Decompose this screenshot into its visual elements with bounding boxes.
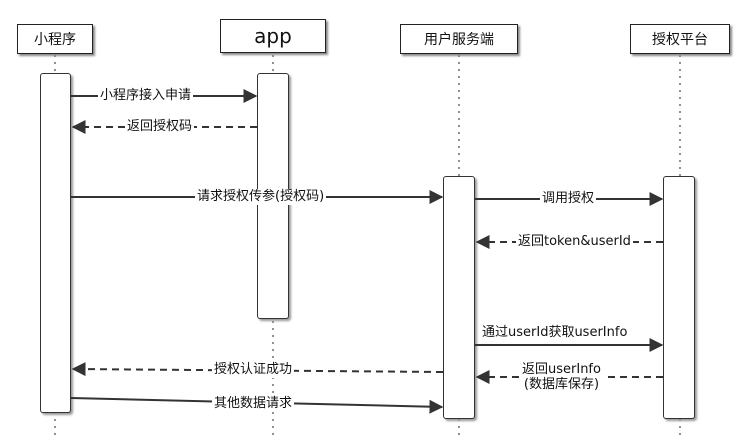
participant-app: app bbox=[220, 19, 326, 53]
label-msg-2: 返回授权码 bbox=[125, 119, 195, 135]
activation-auth bbox=[663, 176, 695, 419]
label-msg-5: 返回token&userId bbox=[516, 234, 633, 250]
label-msg-4: 调用授权 bbox=[540, 191, 597, 207]
participant-auth: 授权平台 bbox=[630, 24, 730, 54]
activation-mini bbox=[40, 73, 71, 413]
label-msg-6: 通过userId获取userInfo bbox=[482, 325, 628, 340]
participant-auth-label: 授权平台 bbox=[652, 32, 708, 48]
label-msg-9: 其他数据请求 bbox=[212, 396, 295, 412]
label-msg-8-line1: 返回userInfo bbox=[522, 362, 601, 377]
participant-server: 用户服务端 bbox=[400, 24, 518, 54]
participant-mini-label: 小程序 bbox=[34, 32, 76, 48]
participant-mini: 小程序 bbox=[17, 24, 93, 54]
label-msg-1: 小程序接入申请 bbox=[98, 88, 194, 104]
participant-server-label: 用户服务端 bbox=[424, 32, 494, 48]
participant-app-label: app bbox=[254, 24, 292, 48]
label-msg-8: 返回userInfo (数据库保存) bbox=[520, 362, 603, 392]
activation-server bbox=[443, 176, 475, 419]
label-msg-7: 授权认证成功 bbox=[212, 362, 295, 378]
label-msg-8-line2: (数据库保存) bbox=[523, 377, 600, 392]
label-msg-3: 请求授权传参(授权码) bbox=[195, 189, 327, 205]
